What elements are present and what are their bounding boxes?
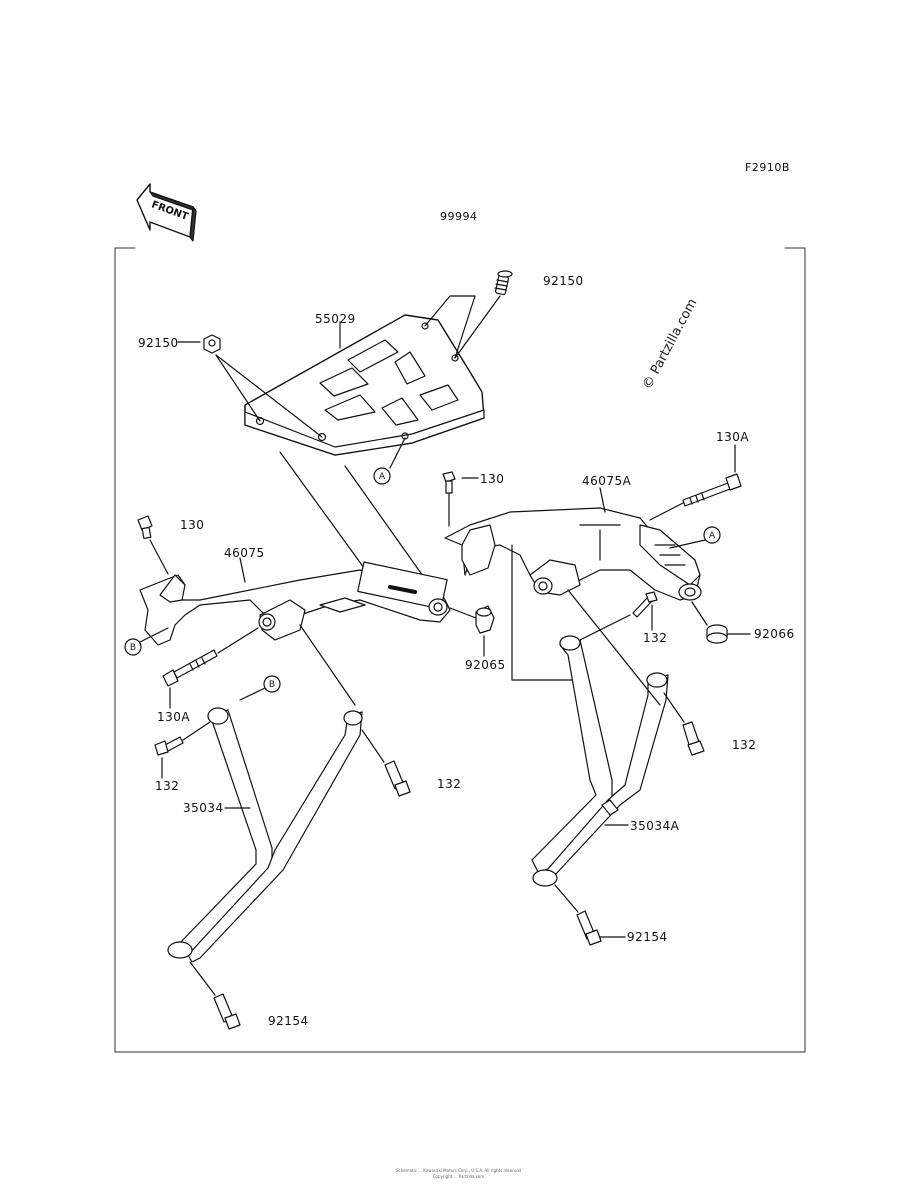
- bolt-132-far-right: [682, 721, 705, 756]
- label-132-far-right: 132: [732, 738, 757, 752]
- footer: Schematic ... Kawasaki Motors Corp., U.S…: [0, 1168, 917, 1180]
- nut-top-left: [203, 334, 221, 354]
- label-35034: 35034: [183, 801, 224, 815]
- label-55029: 55029: [315, 312, 356, 326]
- bracket-left: [139, 561, 451, 646]
- label-132-left: 132: [155, 779, 180, 793]
- grommet-right: [706, 624, 728, 644]
- footer-line-1: Schematic ... Kawasaki Motors Corp., U.S…: [395, 1168, 522, 1173]
- label-130a-right: 130A: [716, 430, 750, 444]
- bolt-130-right: [442, 471, 456, 494]
- callout-b-stay: B: [269, 680, 275, 690]
- label-92065: 92065: [465, 658, 506, 672]
- label-132-mid-left: 132: [437, 777, 462, 791]
- label-92150-screw: 92150: [543, 274, 584, 288]
- bolt-132-mid-right: [632, 591, 658, 618]
- stay-left: [167, 707, 363, 963]
- screw-top-right: [494, 270, 513, 296]
- label-92066: 92066: [754, 627, 795, 641]
- callout-b-left: B: [130, 643, 136, 653]
- bolt-92154-left: [213, 993, 241, 1030]
- label-46075a: 46075A: [582, 474, 632, 488]
- figure-code: F2910B: [745, 161, 790, 174]
- label-92154-left: 92154: [268, 1014, 309, 1028]
- label-130-right: 130: [480, 472, 505, 486]
- bolt-92154-right: [576, 910, 602, 946]
- carrier-plate: [244, 314, 485, 456]
- footer-line-2: Copyright ... Partzilla.com: [432, 1174, 485, 1179]
- label-35034a: 35034A: [630, 819, 680, 833]
- bolt-130a-left: [162, 649, 218, 687]
- bolt-132-mid-left: [384, 760, 411, 797]
- label-46075: 46075: [224, 546, 265, 560]
- bolt-132-left: [154, 736, 184, 756]
- diagram-frame: [114, 247, 806, 1053]
- grommet-left: [475, 605, 495, 634]
- callout-a-plate: A: [379, 472, 386, 482]
- label-130-left: 130: [180, 518, 205, 532]
- label-132-mid-right: 132: [643, 631, 668, 645]
- bolt-130a-right: [682, 473, 742, 507]
- front-arrow-icon: [136, 183, 197, 242]
- assembly-number: 99994: [440, 210, 478, 223]
- stay-right: [531, 635, 669, 887]
- label-92154-right: 92154: [627, 930, 668, 944]
- bracket-right: [444, 507, 702, 601]
- label-92150-nut: 92150: [138, 336, 179, 350]
- bolt-130-left: [137, 515, 153, 540]
- label-130a-left: 130A: [157, 710, 191, 724]
- callout-a-right: A: [709, 531, 716, 541]
